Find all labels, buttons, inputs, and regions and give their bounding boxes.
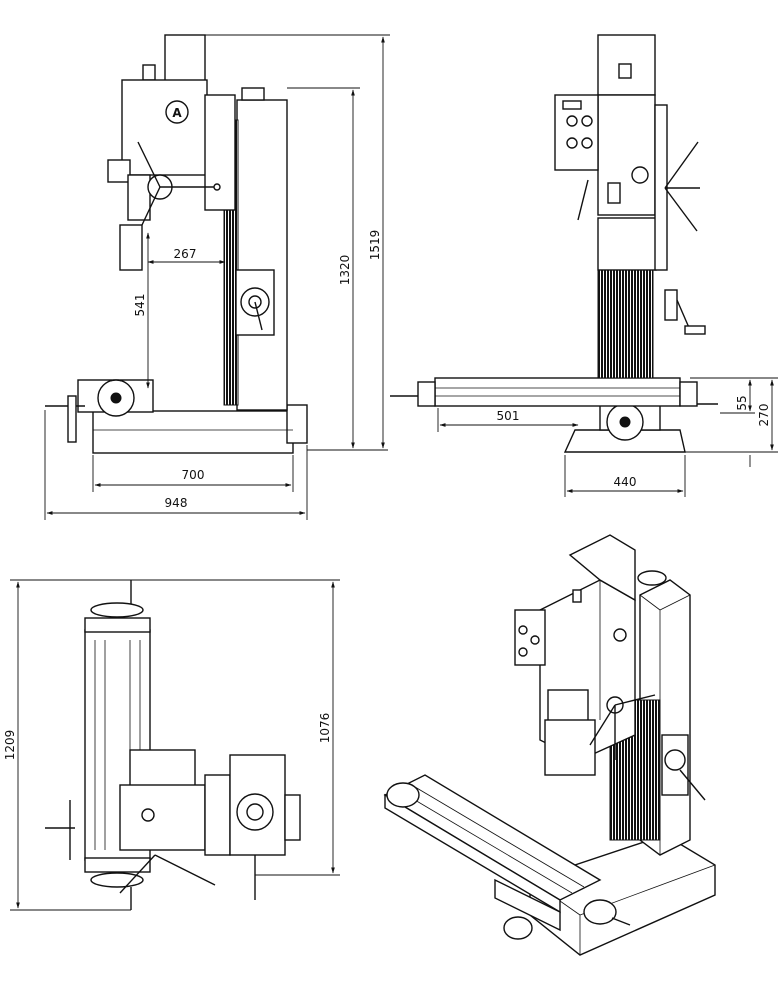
iso-handwheel-left	[386, 782, 420, 808]
iso-handwheel-right	[583, 899, 617, 925]
front-head	[597, 94, 656, 216]
front-table	[434, 377, 681, 407]
side-column	[236, 99, 288, 411]
front-quill-housing	[597, 217, 657, 271]
top-motor	[129, 749, 196, 791]
dim-base-length: 700	[182, 468, 205, 482]
top-handwheel-back	[90, 602, 144, 618]
side-view: A 267 541 1320 1519 700 948	[44, 34, 390, 520]
side-quill	[127, 174, 151, 221]
dim-total-height: 1519	[368, 230, 382, 261]
isometric-view	[383, 534, 716, 956]
top-handwheel-front	[90, 872, 144, 888]
front-column-bellows	[597, 269, 654, 379]
dim-table-travel: 501	[497, 409, 520, 423]
dim-depth-to-column: 1076	[318, 713, 332, 744]
dim-overall-depth: 1209	[3, 730, 17, 761]
top-view: 1209 1076	[3, 579, 340, 911]
dim-column-height: 1320	[338, 255, 352, 286]
side-base-end	[286, 404, 308, 444]
dim-table-height: 270	[757, 404, 771, 427]
dim-base-width: 440	[614, 475, 637, 489]
dim-spindle-to-table: 541	[133, 294, 147, 317]
iso-control-panel	[514, 609, 546, 666]
side-head	[121, 79, 208, 176]
svg-text:A: A	[172, 106, 182, 120]
iso-motor	[568, 534, 636, 602]
top-head	[119, 784, 206, 851]
dim-throat: 267	[174, 247, 197, 261]
dim-overall-length: 948	[165, 496, 188, 510]
side-base	[92, 410, 294, 454]
iso-handwheel-front	[503, 916, 533, 940]
side-head-label-disc	[165, 100, 189, 124]
front-view: 501 270 55 440	[390, 34, 778, 497]
dim-table-thickness: 55	[735, 395, 749, 410]
